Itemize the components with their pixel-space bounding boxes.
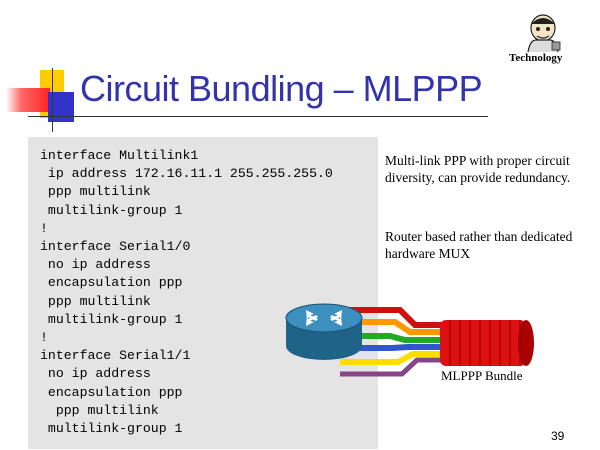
note-redundancy: Multi-link PPP with proper circuit diver… [385,153,571,185]
code-line: interface Serial1/1 [40,348,191,364]
code-line: multilink-group 1 [40,311,183,327]
code-line: no ip address [40,366,151,382]
code-line: ip address 172.16.11.1 255.255.255.0 [40,166,333,182]
bundle-tube [440,320,526,366]
code-line: multilink-group 1 [40,421,183,437]
code-line: ! [40,330,48,346]
slide-title: Circuit Bundling – MLPPP [80,68,483,109]
code-line: multilink-group 1 [40,202,183,218]
link-red [340,307,450,328]
note-router-based: Router based rather than dedicated hardw… [385,229,573,261]
page-number: 39 [551,429,565,443]
link-yellow [340,351,450,365]
code-line: no ip address [40,257,151,273]
code-line: ppp multilink [40,402,159,418]
deco-horizontal-line [28,116,488,117]
router-icon [285,303,363,360]
deco-red-block [6,88,50,112]
code-line: ! [40,220,48,236]
code-line: encapsulation ppp [40,275,183,291]
deco-vertical-line [52,68,53,132]
logo-text: Technology [509,52,563,64]
link-purple [340,357,450,377]
bundle-label: MLPPP Bundle [441,368,523,383]
code-box [28,137,378,449]
code-line: ppp multilink [40,293,151,309]
link-blue [340,344,450,351]
link-green [340,333,450,343]
code-line: interface Serial1/0 [40,239,191,255]
mascot-logo-icon [527,14,561,53]
code-line: ppp multilink [40,184,151,200]
mlppp-bundle-diagram [285,303,534,377]
code-line: encapsulation ppp [40,384,183,400]
code-block: interface Multilink1 ip address 172.16.1… [40,147,333,438]
link-orange [340,319,450,335]
code-line: interface Multilink1 [40,148,199,163]
